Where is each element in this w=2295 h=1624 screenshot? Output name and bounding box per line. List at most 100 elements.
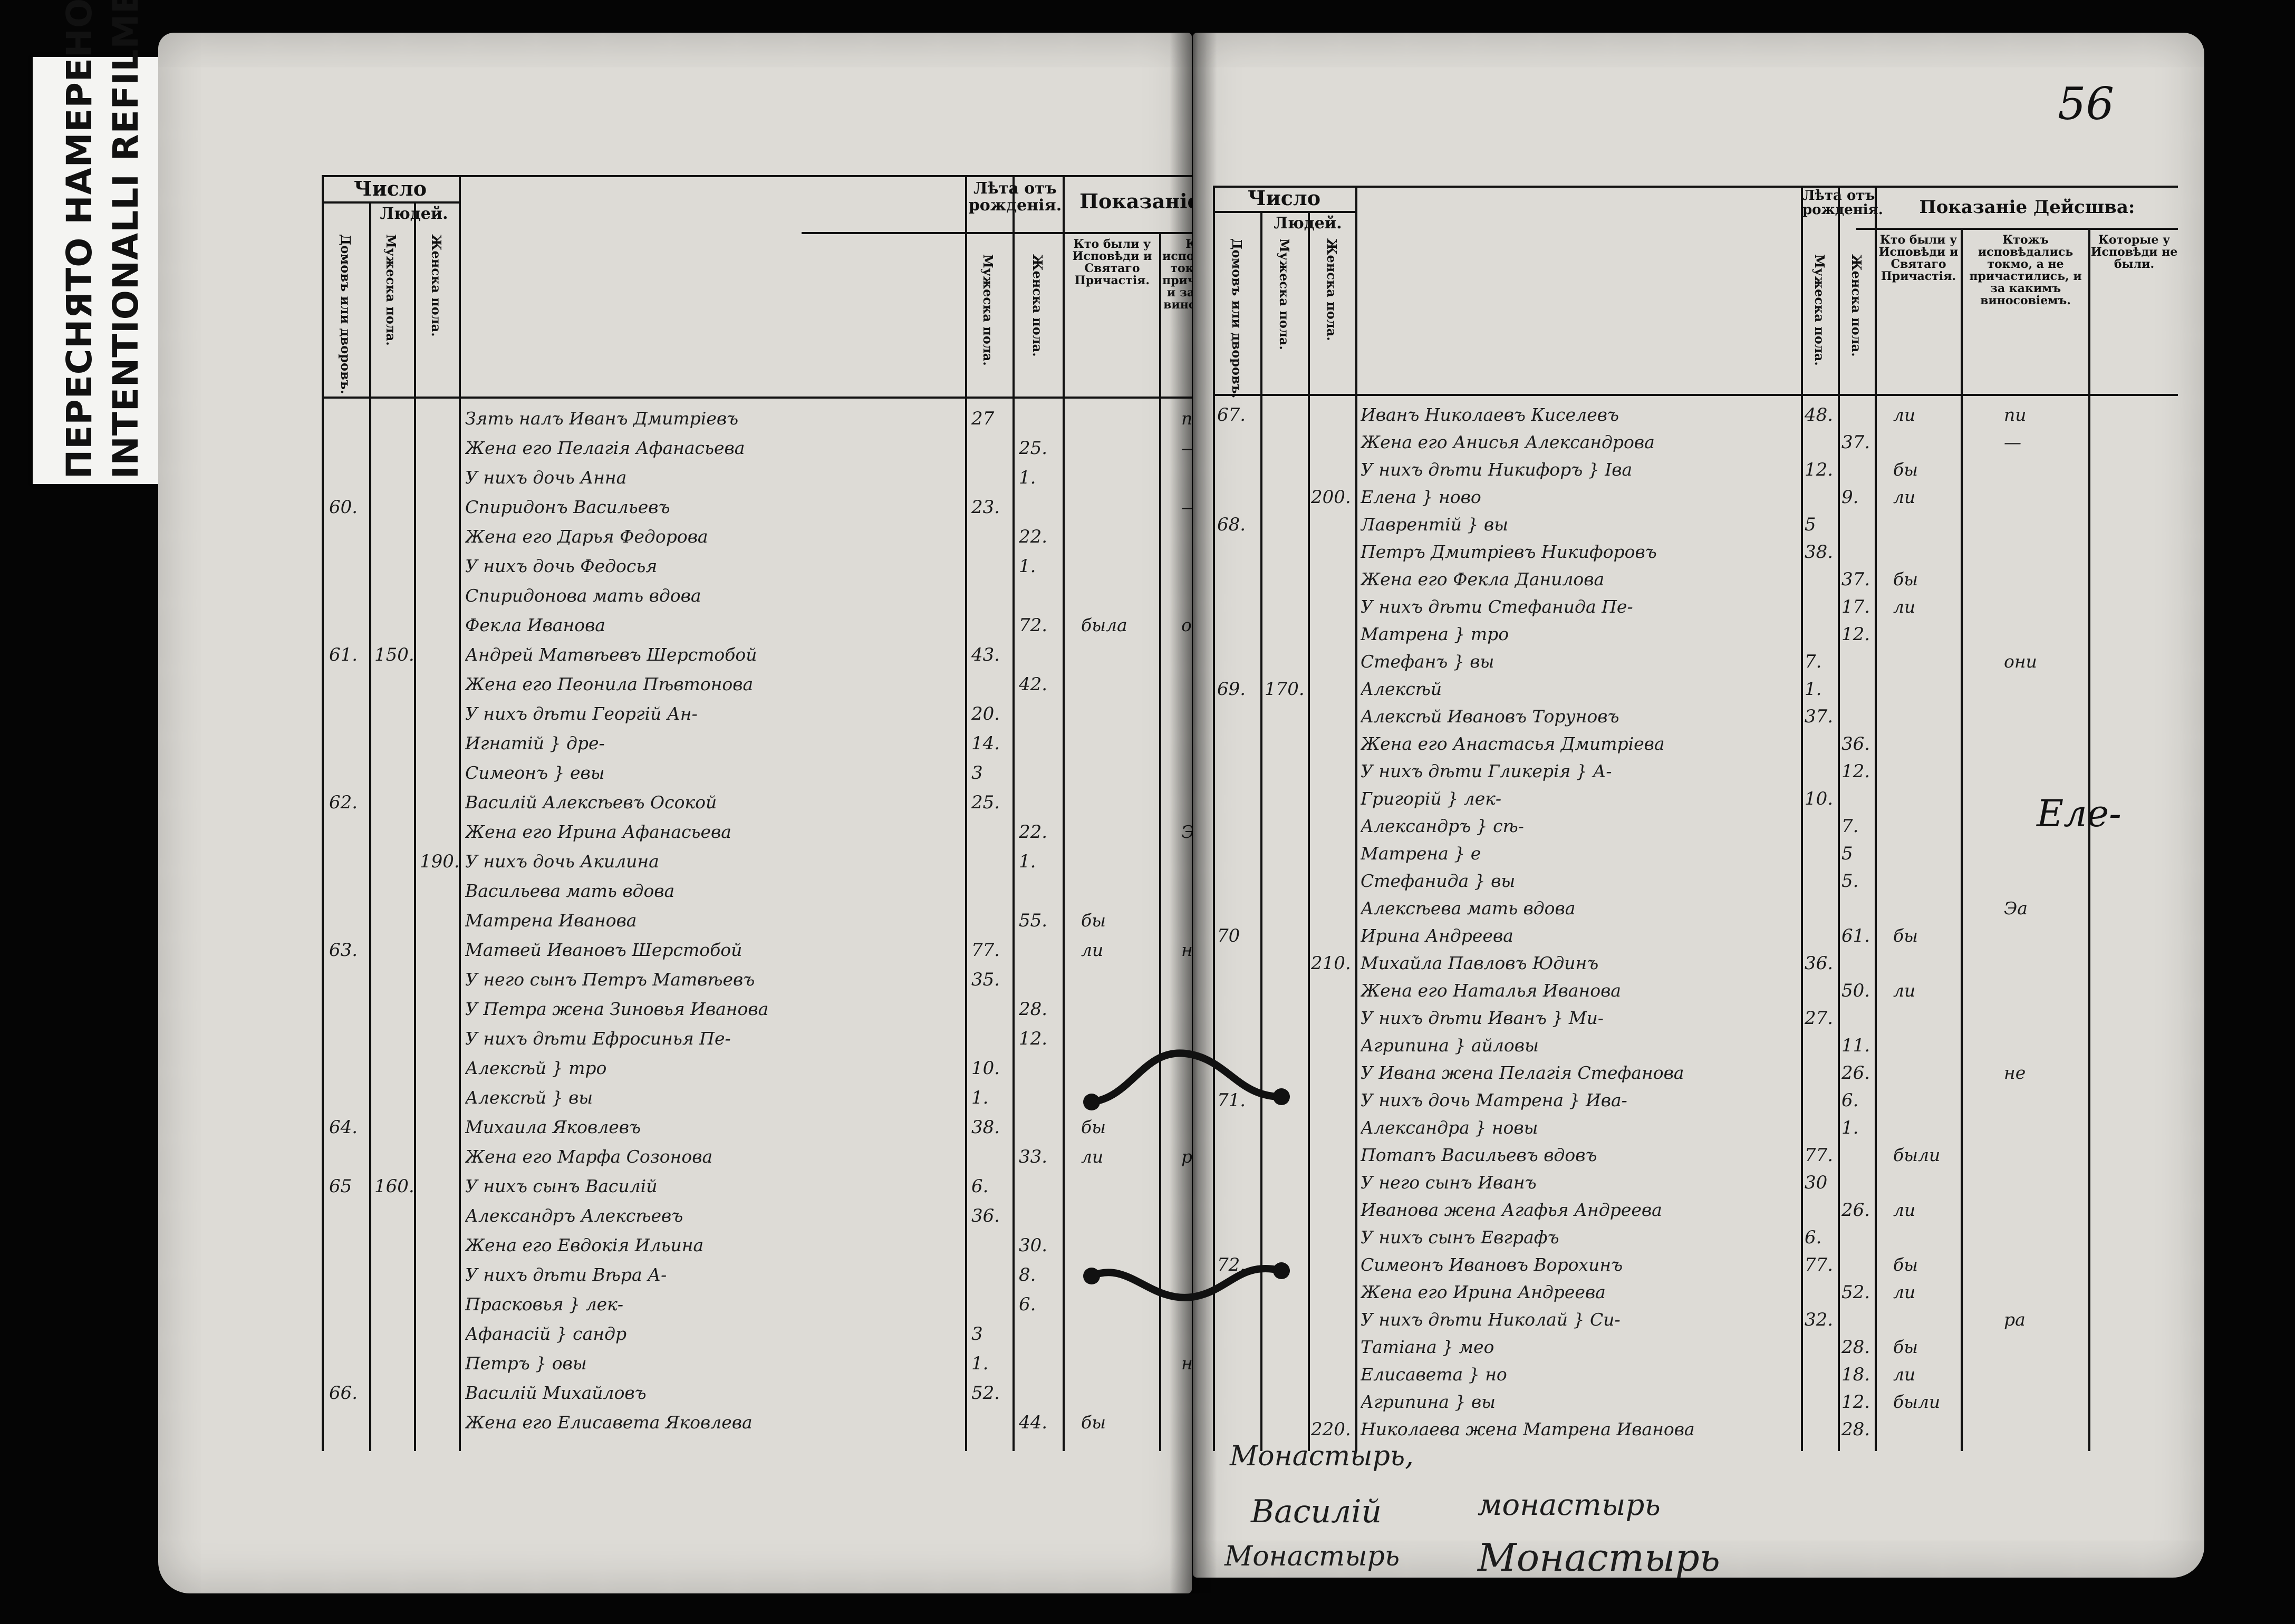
header-domov: Домовъ или дворовъ.	[338, 234, 353, 394]
header-leta-right: Лѣта отъ рожденія.	[1802, 188, 1883, 218]
register-row: У нихъ дѣти Николай } Си-32.ра	[1213, 1304, 2178, 1331]
cell-age_z: 61.	[1841, 925, 1870, 946]
cell-name: Жена его Марфа Созонова	[465, 1146, 713, 1167]
cell-name: Стефанъ } вы	[1361, 651, 1494, 672]
header-kto-right: Кто были у Исповѣди и Святаго Причастія.	[1878, 233, 1959, 284]
cell-age_z: 5.	[1841, 871, 1859, 892]
cell-age_z: 12.	[1019, 1028, 1048, 1049]
cell-name: Алексѣй } вы	[465, 1087, 593, 1108]
cell-name: Матрена } е	[1361, 843, 1481, 864]
binding-string-lower	[1071, 1229, 1303, 1318]
header-chislo: Число	[353, 177, 427, 200]
cell-name: У Петра жена Зиновья Иванова	[465, 999, 769, 1019]
register-row: Григорій } лек- 10.	[1213, 783, 2178, 810]
cell-age_m: 38.	[1805, 542, 1834, 563]
cell-name: Потапъ Васильевъ вдовъ	[1361, 1145, 1597, 1165]
register-row: 71.У нихъ дочь Матрена } Ива-6.	[1213, 1085, 2178, 1112]
cell-z: 190.	[420, 851, 459, 872]
cell-name: Михаила Яковлевъ	[465, 1117, 641, 1137]
cell-kto: бы	[1081, 1412, 1106, 1433]
header-leta-zhen-right: Женска пола.	[1849, 254, 1864, 357]
cell-age_m: 30	[1805, 1172, 1828, 1193]
header-lyudey-right: Людей.	[1274, 214, 1342, 233]
cell-name: Елисавета } но	[1361, 1364, 1507, 1385]
cell-age_z: 36.	[1841, 733, 1870, 755]
register-row: Александръ } сѣ- 7.	[1213, 810, 2178, 838]
register-row: Спиридонова мать вдова	[322, 580, 1192, 610]
cell-age_z: 11.	[1841, 1035, 1870, 1056]
cell-m: 150.	[374, 644, 413, 665]
cell-name: Матрена } тро	[1361, 624, 1509, 644]
cell-age_m: 12.	[1805, 459, 1834, 480]
cell-age_m: 43.	[971, 644, 1000, 665]
cell-age_m: 77.	[1805, 1145, 1834, 1166]
cell-name: Елена } ново	[1361, 487, 1481, 507]
cell-age_z: 25.	[1019, 438, 1048, 459]
cell-ktozh: они	[2004, 651, 2037, 672]
left-register-table: Число Людей. Домовъ или дворовъ. Мужеска…	[322, 175, 1192, 1451]
cell-age_m: 23.	[971, 497, 1000, 518]
cell-age_z: 6.	[1019, 1294, 1036, 1315]
cell-dom: 60.	[329, 497, 358, 518]
cell-name: Ирина Андреева	[1361, 925, 1513, 946]
cell-name: У нихъ дѣти Вѣра А-	[465, 1264, 667, 1285]
cell-age_m: 48.	[1805, 404, 1834, 426]
book-gutter	[1170, 33, 1217, 1593]
cell-kto: бы	[1893, 1254, 1918, 1275]
cell-name: Жена его Ирина Афанасьева	[465, 821, 731, 842]
cell-age_z: 17.	[1841, 596, 1870, 617]
cell-name: Прасковья } лек-	[465, 1294, 624, 1314]
cell-dom: 62.	[329, 792, 358, 813]
cell-name: Спиридонова мать вдова	[465, 585, 701, 606]
register-row: У нихъ дѣти Гликерія } А-12.	[1213, 756, 2178, 783]
cell-name: У него сынъ Петръ Матвѣевъ	[465, 969, 755, 990]
header-domov-right: Домовъ или дворовъ.	[1229, 238, 1245, 399]
cell-name: Жена его Наталья Иванова	[1361, 980, 1621, 1001]
cell-m: 160.	[374, 1176, 413, 1197]
cell-name: Александръ } сѣ-	[1361, 816, 1524, 836]
cell-kto: бы	[1893, 459, 1918, 480]
cell-age_m: 7.	[1805, 651, 1822, 672]
register-row: У нихъ дѣти Иванъ } Ми-27.	[1213, 1002, 2178, 1030]
cell-name: Алексѣева мать вдова	[1361, 898, 1576, 919]
cell-age_z: 18.	[1841, 1364, 1870, 1385]
header-zhen-right: Женска пола.	[1324, 238, 1339, 341]
cell-age_z: 22.	[1019, 821, 1048, 843]
cell-age_m: 10.	[1805, 788, 1834, 809]
cell-age_z: 55.	[1019, 910, 1048, 931]
cell-z: 200.	[1311, 487, 1351, 508]
cell-age_z: 7.	[1841, 816, 1859, 837]
cell-dom: 66.	[329, 1383, 358, 1404]
register-row: Прасковья } лек- 6.	[322, 1289, 1192, 1318]
header-muzh-right: Мужеска пола.	[1277, 238, 1292, 350]
cell-dom: 63.	[329, 940, 358, 961]
cell-name: Симеонъ Ивановъ Ворохинъ	[1361, 1254, 1623, 1275]
cell-name: У Ивана жена Пелагія Стефанова	[1361, 1062, 1684, 1083]
cell-name: Григорій } лек-	[1361, 788, 1502, 809]
cell-name: Андрей Матвѣевъ Шерстобой	[465, 644, 757, 665]
cell-dom: 61.	[329, 644, 358, 665]
cell-name: У нихъ дочь Анна	[465, 467, 627, 488]
cell-age_m: 77.	[971, 940, 1000, 961]
cell-kto: ли	[1893, 980, 1916, 1001]
cell-name: Жена его Елисавета Яковлева	[465, 1412, 753, 1433]
cell-age_z: 28.	[1841, 1337, 1870, 1358]
